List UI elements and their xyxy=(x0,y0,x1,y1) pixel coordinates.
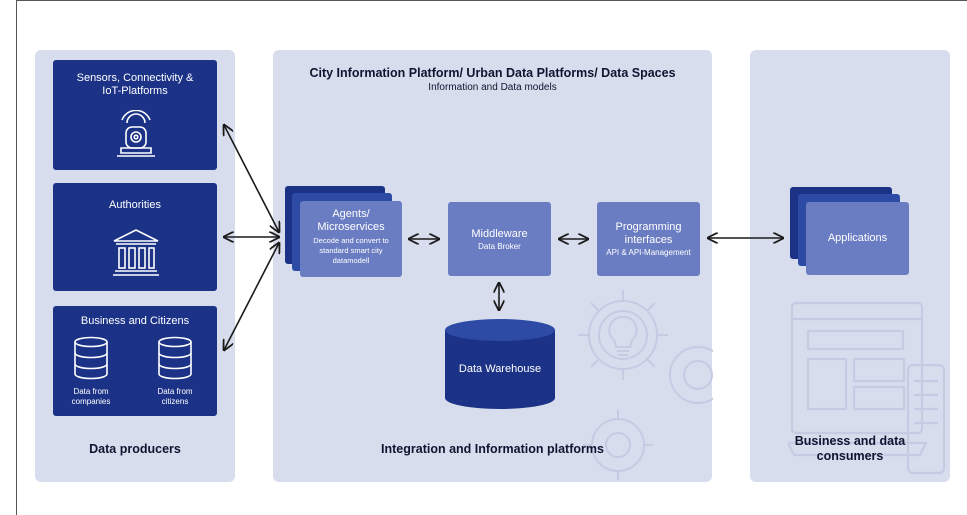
interfaces-description: API & API-Management xyxy=(606,248,691,257)
arrow-sensors-agents xyxy=(224,125,279,232)
database-icon xyxy=(158,336,192,380)
gear-icon xyxy=(578,290,713,480)
middleware-description: Data Broker xyxy=(478,242,521,251)
data-warehouse-cylinder[interactable] xyxy=(444,318,556,410)
applications-label: Applications xyxy=(827,232,888,244)
authorities-title: Authorities xyxy=(109,199,161,211)
applications-box[interactable]: Applications xyxy=(806,202,909,275)
data-producers-panel: Sensors, Connectivity & IoT-Platforms Au… xyxy=(35,50,235,482)
interfaces-title: Programming interfaces xyxy=(615,221,682,246)
platform-title: City Information Platform/ Urban Data Pl… xyxy=(309,66,676,80)
arrow-business-agents xyxy=(224,243,279,350)
agents-title: Agents/ Microservices xyxy=(317,208,385,233)
middleware-box[interactable]: Middleware Data Broker xyxy=(448,202,551,276)
data-warehouse-label: Data Warehouse xyxy=(458,363,542,375)
agents-microservices-box[interactable]: Agents/ Microservices Decode and convert… xyxy=(300,201,402,277)
data-consumers-panel: Applications Business and data consumers xyxy=(750,50,950,482)
agents-description: Decode and convert to standard smart cit… xyxy=(313,236,389,265)
data-consumers-label: Business and data consumers xyxy=(794,434,906,463)
database-icon xyxy=(74,336,108,380)
frame-border-left xyxy=(16,0,17,515)
sensors-box[interactable]: Sensors, Connectivity & IoT-Platforms xyxy=(53,60,217,170)
frame-border-top xyxy=(16,0,967,1)
data-producers-label: Data producers xyxy=(89,442,181,456)
sensors-title: Sensors, Connectivity & IoT-Platforms xyxy=(76,72,194,97)
programming-interfaces-box[interactable]: Programming interfaces API & API-Managem… xyxy=(597,202,700,276)
platform-subtitle: Information and Data models xyxy=(428,82,557,93)
data-from-companies-label: Data from companies xyxy=(71,387,111,406)
laptop-phone-icon xyxy=(788,301,946,475)
security-camera-icon xyxy=(117,110,155,157)
government-building-icon xyxy=(113,229,159,276)
business-citizens-title: Business and Citizens xyxy=(80,315,190,327)
integration-platforms-panel: City Information Platform/ Urban Data Pl… xyxy=(273,50,713,482)
integration-platforms-label: Integration and Information platforms xyxy=(381,442,604,456)
lightbulb-icon xyxy=(608,315,638,356)
data-from-citizens-label: Data from citizens xyxy=(157,387,193,406)
business-citizens-box[interactable]: Business and Citizens Data from companie… xyxy=(53,306,217,416)
middleware-title: Middleware xyxy=(471,228,528,240)
authorities-box[interactable]: Authorities xyxy=(53,183,217,291)
